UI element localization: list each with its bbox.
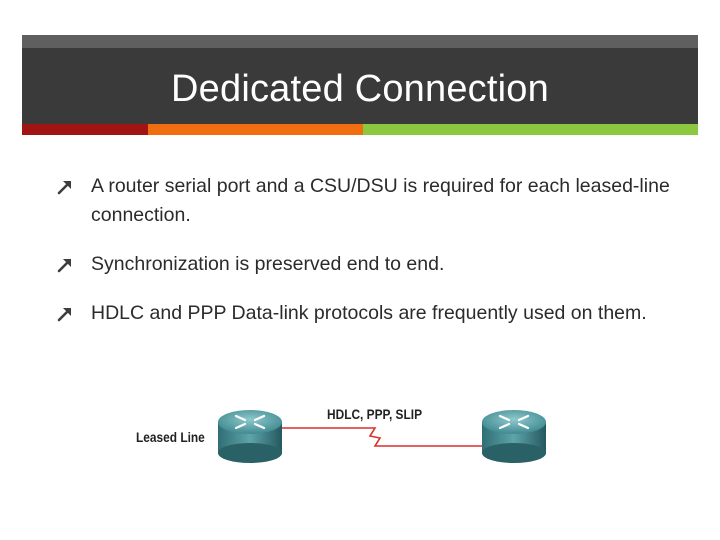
accent-bar-green	[363, 124, 698, 135]
title-band: Dedicated Connection	[22, 35, 698, 124]
bullet-text: A router serial port and a CSU/DSU is re…	[91, 175, 670, 226]
up-right-arrow-icon	[57, 259, 71, 273]
accent-bar-orange	[148, 124, 363, 135]
up-right-arrow-icon	[57, 308, 71, 322]
bullet-item: Synchronization is preserved end to end.	[56, 250, 676, 279]
bullet-item: A router serial port and a CSU/DSU is re…	[56, 172, 676, 230]
router-icon	[482, 410, 546, 463]
serial-link	[282, 427, 482, 447]
slide-title: Dedicated Connection	[171, 68, 549, 110]
up-right-arrow-icon	[57, 181, 71, 195]
accent-bar-red	[22, 124, 148, 135]
protocol-label: HDLC, PPP, SLIP	[327, 406, 423, 422]
leased-line-diagram: Leased Line HDLC, PPP, SLIP	[130, 395, 580, 475]
bullet-list: A router serial port and a CSU/DSU is re…	[56, 172, 676, 348]
bullet-item: HDLC and PPP Data-link protocols are fre…	[56, 299, 676, 328]
router-icon	[218, 410, 282, 463]
bullet-text: Synchronization is preserved end to end.	[91, 253, 445, 275]
leased-line-label: Leased Line	[136, 429, 205, 445]
bullet-text: HDLC and PPP Data-link protocols are fre…	[91, 302, 647, 324]
